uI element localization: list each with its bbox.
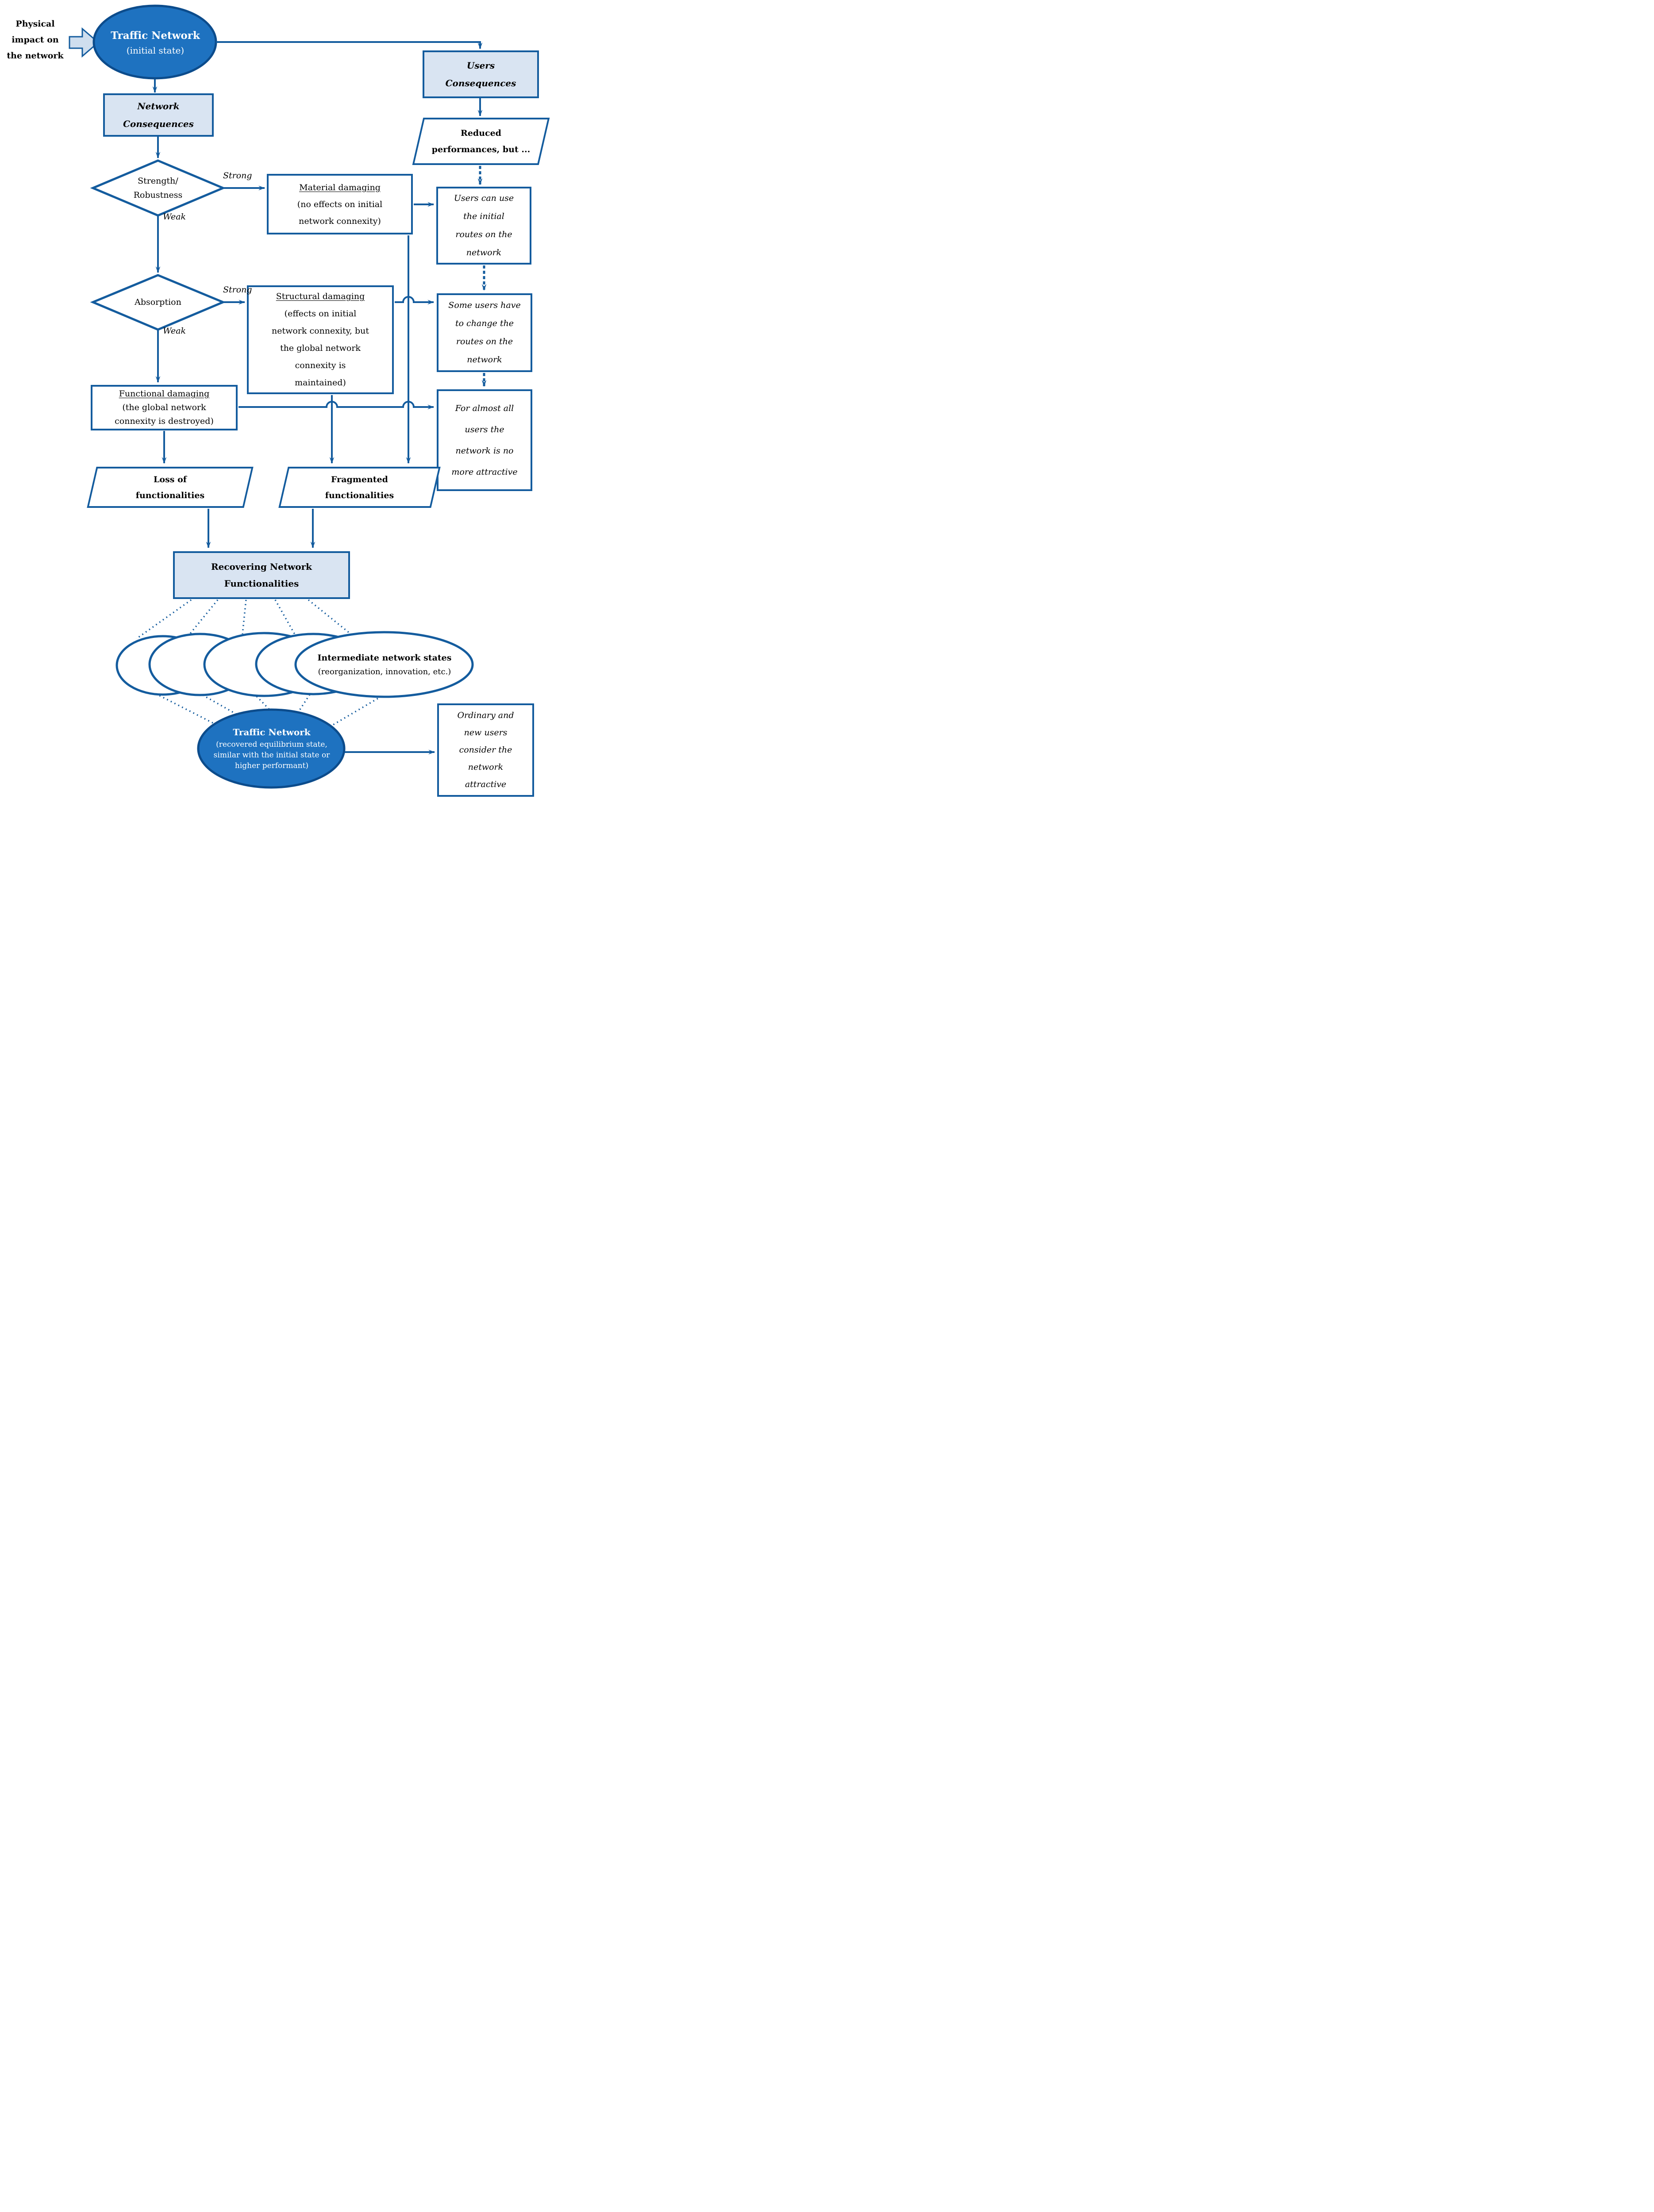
node-line: network — [466, 248, 502, 257]
node-title: Traffic Network — [233, 727, 311, 737]
node-line: routes on the — [455, 230, 512, 239]
node-line: users the — [465, 425, 504, 434]
edge-recovering-fan-3 — [242, 599, 247, 634]
edge-recovering-fan-5 — [308, 599, 357, 639]
node-line: network connexity) — [299, 216, 381, 226]
node-line: (effects on initial — [284, 309, 357, 319]
users-can-use-box: Users can use the initial routes on the … — [436, 187, 531, 265]
connector-layer — [69, 4, 487, 789]
edge-initial-to-users-consequences — [216, 41, 483, 50]
node-line: attractive — [465, 780, 507, 789]
node-line: similar with the initial state or — [213, 751, 330, 760]
node-line: new users — [464, 728, 508, 737]
traffic-network-recovered-shape — [197, 708, 346, 789]
impact-block-arrow-icon — [69, 27, 100, 58]
node-line: Fragmented — [331, 474, 388, 484]
users-consequences-box: Users Consequences — [423, 50, 539, 98]
edge-recovering-fan-2 — [187, 599, 219, 637]
edge-recovering-fan-1 — [135, 599, 192, 640]
node-line: higher performant) — [235, 761, 309, 770]
node-line: Strength/ — [138, 176, 178, 186]
node-line: Recovering Network — [211, 561, 312, 572]
node-line: Ordinary and — [457, 710, 514, 720]
node-title: Structural damaging — [276, 292, 365, 301]
node-line: connexity is — [295, 361, 346, 370]
material-damaging-box: Material damaging (no effects on initial… — [267, 174, 413, 234]
node-line: functionalities — [135, 490, 205, 500]
strength-robustness-label: Strength/ Robustness — [111, 172, 205, 204]
node-title: Material damaging — [299, 182, 381, 192]
absorption-diamond-shape — [90, 274, 226, 331]
edge-label-strong-2: Strong — [223, 285, 252, 295]
edge-label-weak-2: Weak — [163, 326, 186, 336]
edge-label-weak-1: Weak — [163, 212, 186, 222]
recovering-network-box: Recovering Network Functionalities — [173, 551, 350, 599]
for-almost-all-box: For almost all users the network is no m… — [437, 389, 532, 491]
edge-label-strong-1: Strong — [223, 171, 252, 180]
edge-intermediate-converge-2 — [202, 694, 249, 722]
strength-robustness-diamond-shape — [90, 159, 226, 217]
node-line: Some users have — [448, 300, 521, 310]
node-line: Consequences — [445, 78, 516, 88]
node-line: Loss of — [154, 474, 187, 484]
reduced-performances-parallelogram: Reduced performances, but ... — [412, 118, 550, 165]
node-title: Intermediate network states — [317, 653, 452, 663]
fragmented-functionalities-parallelogram: Fragmented functionalities — [278, 467, 441, 508]
node-line: Robustness — [133, 190, 183, 200]
structural-damaging-box: Structural damaging (effects on initial … — [247, 285, 394, 394]
node-line: Consequences — [123, 119, 194, 129]
intermediate-states-label: Intermediate network states (reorganizat… — [300, 647, 469, 682]
node-line: For almost all — [455, 403, 514, 413]
node-line: connexity is destroyed) — [115, 416, 214, 426]
some-users-box: Some users have to change the routes on … — [437, 293, 532, 372]
node-line: the global network — [280, 343, 361, 353]
node-line: Functionalities — [224, 578, 299, 589]
node-line: functionalities — [325, 490, 394, 500]
traffic-network-recovered-label: Traffic Network (recovered equilibrium s… — [201, 719, 342, 778]
node-line: Users — [466, 60, 495, 71]
node-line: consider the — [459, 745, 512, 755]
node-title: Traffic Network — [111, 29, 200, 42]
flowchart-canvas: Physical impact on the network Traffic N… — [0, 0, 551, 800]
traffic-network-initial-label: Traffic Network (initial state) — [96, 23, 214, 62]
caption-line: Physical — [15, 19, 55, 29]
node-line: network — [468, 762, 504, 772]
node-line: network is no — [455, 446, 514, 456]
node-subtitle: (reorganization, innovation, etc.) — [318, 667, 451, 676]
node-line: (recovered equilibrium state, — [216, 740, 327, 749]
caption-line: impact on — [12, 35, 59, 45]
node-subtitle: (initial state) — [126, 45, 185, 56]
caption-line: the network — [7, 51, 64, 61]
node-title: Functional damaging — [119, 389, 210, 399]
node-line: Absorption — [135, 297, 181, 307]
node-line: performances, but ... — [431, 144, 531, 154]
node-line: Users can use — [454, 193, 514, 203]
node-line: more attractive — [451, 467, 518, 477]
absorption-label: Absorption — [111, 295, 205, 310]
node-line: the initial — [463, 211, 504, 221]
node-line: Reduced — [461, 128, 501, 138]
edge-functional-to-for-almost — [238, 401, 435, 410]
node-line: (no effects on initial — [297, 199, 383, 209]
node-line: routes on the — [456, 337, 513, 346]
node-line: Network — [137, 101, 180, 111]
physical-impact-caption: Physical impact on the network — [1, 16, 69, 64]
node-line: network — [467, 355, 502, 365]
node-line: network connexity, but — [271, 326, 369, 336]
edge-intermediate-converge-3 — [256, 695, 271, 711]
network-consequences-box: Network Consequences — [103, 93, 214, 137]
loss-of-functionalities-parallelogram: Loss of functionalities — [87, 467, 254, 508]
node-line: to change the — [455, 319, 514, 328]
intermediate-states-ellipse-main — [294, 631, 474, 698]
edge-recovering-fan-4 — [274, 599, 296, 636]
node-line: (the global network — [122, 403, 206, 412]
node-line: maintained) — [295, 378, 346, 388]
ordinary-new-users-box: Ordinary and new users consider the netw… — [437, 703, 534, 797]
functional-damaging-box: Functional damaging (the global network … — [91, 385, 238, 430]
edge-structural-to-some-users — [395, 296, 435, 305]
